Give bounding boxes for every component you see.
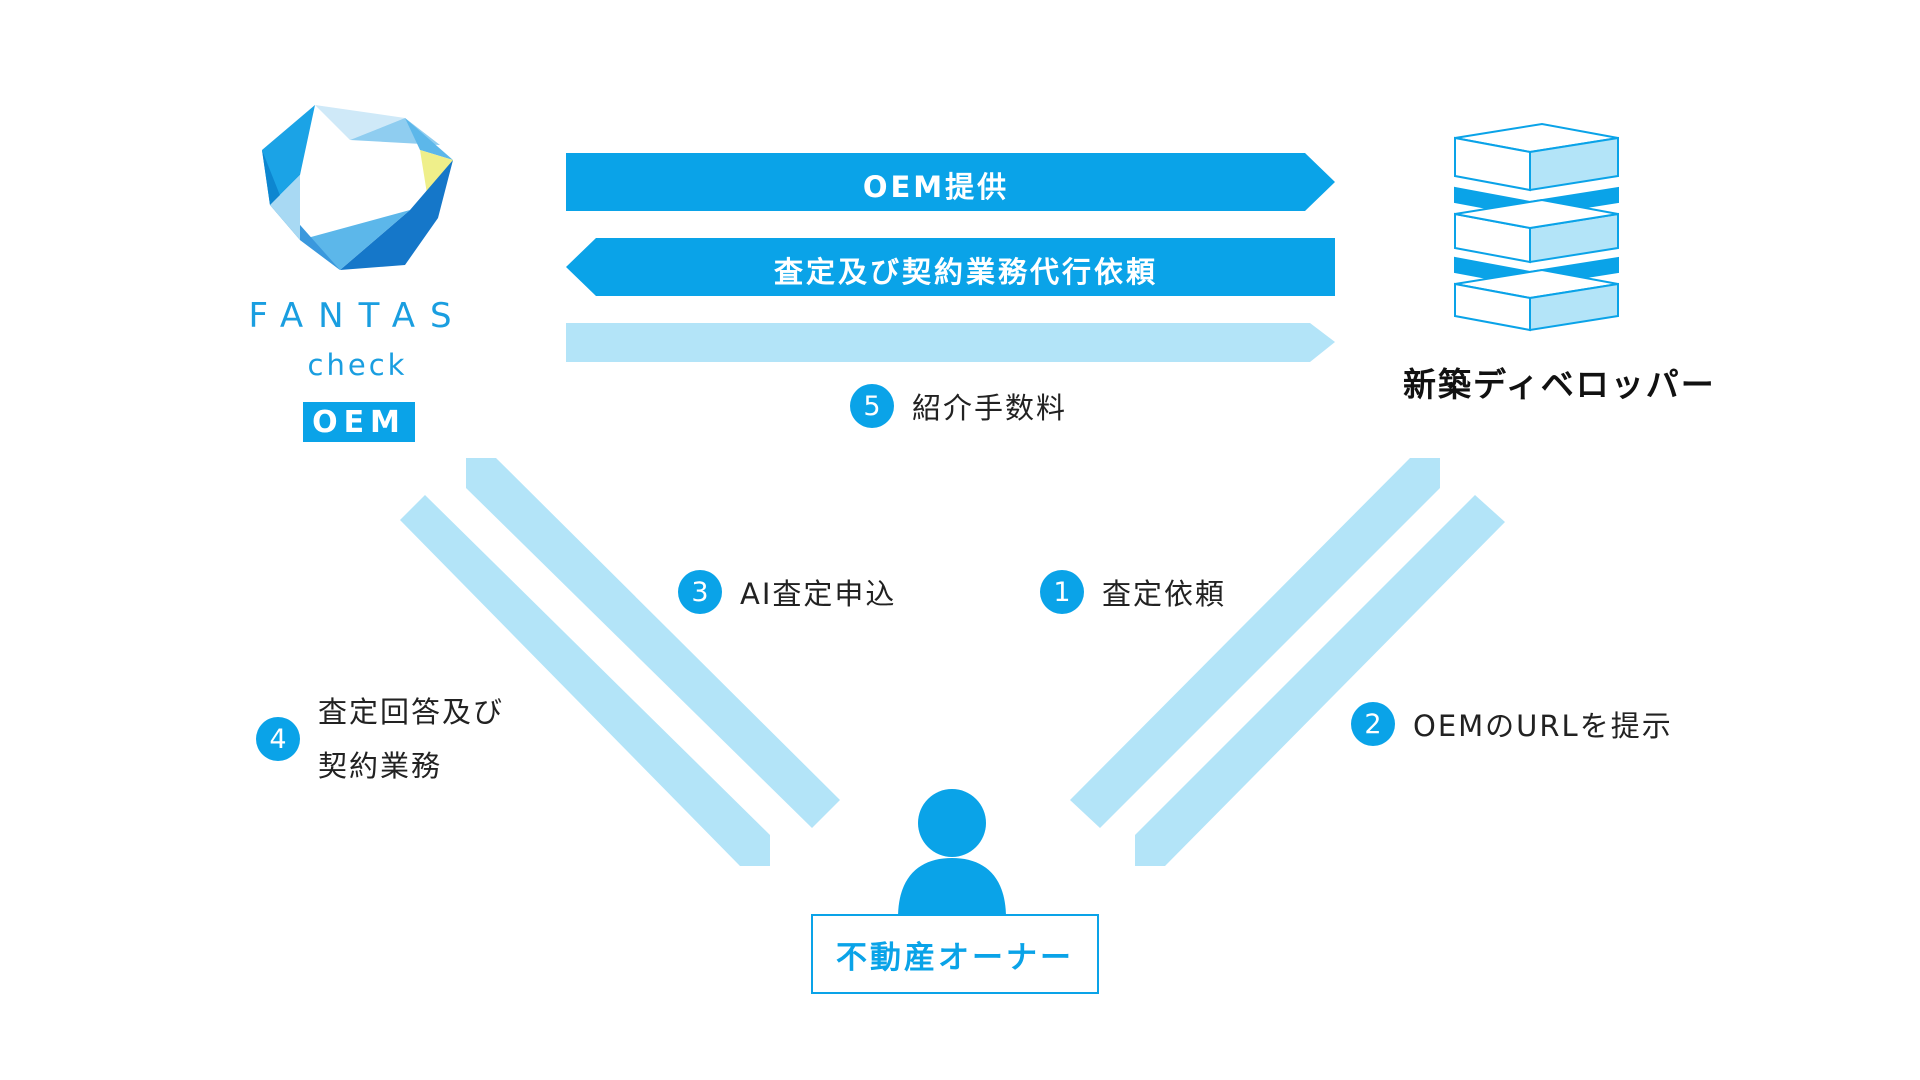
step-2: 2 OEMのURLを提示 bbox=[1351, 702, 1673, 746]
band-step3 bbox=[466, 458, 840, 828]
step-3: 3 AI査定申込 bbox=[678, 570, 896, 614]
brand-sub: check bbox=[307, 348, 408, 382]
step-4-text-line1: 査定回答及び bbox=[318, 695, 505, 729]
oem-supply-arrow bbox=[566, 153, 1335, 211]
step-4-text-line2: 契約業務 bbox=[318, 749, 443, 783]
building-stack-icon bbox=[1454, 122, 1619, 332]
step-4: 4 査定回答及び 契約業務 bbox=[256, 685, 504, 793]
step-1-number: 1 bbox=[1040, 570, 1084, 614]
step-5-number: 5 bbox=[850, 384, 894, 428]
step-1: 1 査定依頼 bbox=[1040, 570, 1226, 614]
referral-fee-arrow bbox=[566, 323, 1335, 362]
step-3-text: AI査定申込 bbox=[740, 577, 897, 611]
assessment-agency-arrow bbox=[566, 238, 1335, 296]
assessment-agency-label: 査定及び契約業務代行依頼 bbox=[773, 255, 1158, 289]
step-5: 5 紹介手数料 bbox=[850, 384, 1067, 428]
step-2-text: OEMのURLを提示 bbox=[1413, 709, 1673, 743]
step-5-text: 紹介手数料 bbox=[912, 391, 1068, 425]
step-1-text: 査定依頼 bbox=[1102, 577, 1227, 611]
oem-supply-label: OEM提供 bbox=[862, 170, 1010, 204]
developer-label: 新築ディベロッパー bbox=[1403, 365, 1716, 404]
person-icon bbox=[898, 789, 1006, 918]
fantas-polygon-logo-icon bbox=[262, 105, 453, 270]
band-step1 bbox=[1070, 458, 1440, 828]
step-3-number: 3 bbox=[678, 570, 722, 614]
band-step2 bbox=[1135, 495, 1505, 866]
step-4-number: 4 bbox=[256, 717, 300, 761]
brand-name: FANTAS bbox=[248, 296, 467, 336]
owner-label-box: 不動産オーナー bbox=[811, 914, 1099, 994]
step-2-number: 2 bbox=[1351, 702, 1395, 746]
oem-badge: OEM bbox=[303, 402, 415, 442]
band-step4 bbox=[400, 495, 770, 866]
